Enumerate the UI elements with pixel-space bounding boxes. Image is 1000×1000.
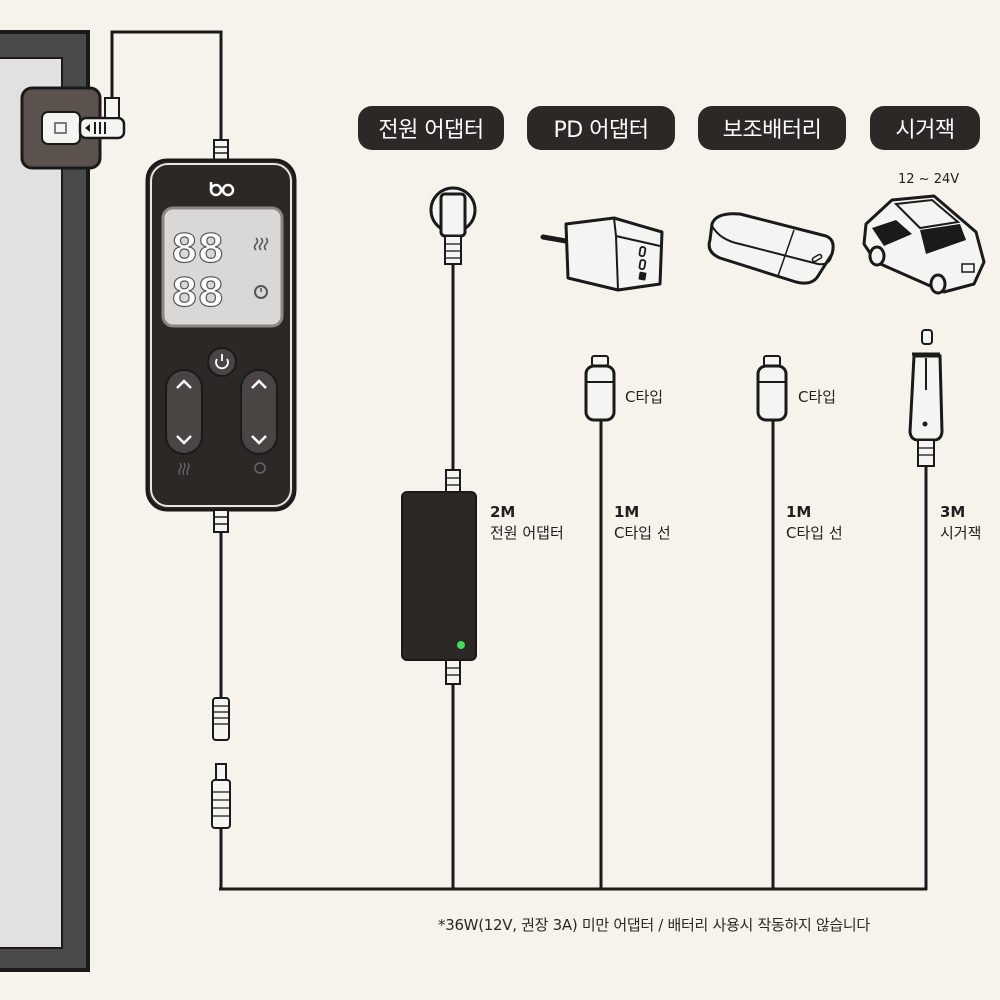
cable-length: 1M	[614, 503, 640, 521]
timer-rocker[interactable]	[240, 369, 278, 455]
cigarette-plug	[908, 329, 944, 890]
mat-cable	[104, 30, 229, 163]
power-button[interactable]	[207, 347, 237, 377]
footnote: *36W(12V, 권장 3A) 미만 어댑터 / 배터리 사용시 작동하지 않…	[438, 916, 870, 934]
cable-length: 3M	[940, 503, 966, 521]
heat-level-rocker[interactable]	[165, 369, 203, 455]
cable-length: 1M	[786, 503, 812, 521]
dc-plug	[211, 763, 231, 890]
cable-label-power-adapter: 2M 전원 어댑터	[490, 502, 564, 544]
powerbank-cable	[756, 355, 788, 890]
ctype-label-powerbank: C타입	[798, 388, 837, 406]
cable-label-powerbank: 1M C타입 선	[786, 502, 843, 544]
power-adapter	[401, 186, 477, 890]
pd-adapter	[540, 216, 664, 292]
cable-label-car: 3M 시거잭	[940, 502, 981, 544]
brand-logo	[209, 182, 235, 197]
cable-name: C타입 선	[786, 524, 843, 542]
controller: 88 88	[145, 158, 297, 512]
car-voltage-label: 12 ~ 24V	[898, 172, 960, 187]
heat-icon	[253, 237, 269, 251]
heating-mat-panel	[0, 30, 90, 972]
source-pill-power-adapter: 전원 어댑터	[358, 106, 504, 150]
display-top-digits: 88	[171, 226, 224, 276]
ctype-label-pd: C타입	[625, 388, 664, 406]
heat-small-icon	[178, 462, 190, 476]
mat-connector	[20, 86, 126, 170]
timer-small-icon	[254, 462, 266, 474]
cable-name: C타입 선	[614, 524, 671, 542]
controller-output-cable	[212, 509, 230, 741]
led-indicator	[457, 641, 465, 649]
cable-name: 시거잭	[940, 524, 982, 542]
cable-length: 2M	[490, 503, 516, 521]
display-bottom-digits: 88	[171, 270, 224, 320]
pd-cable	[584, 355, 616, 890]
source-pill-pd-adapter: PD 어댑터	[527, 106, 675, 150]
source-pill-power-bank: 보조배터리	[698, 106, 846, 150]
car-illustration	[862, 194, 986, 295]
cable-name: 전원 어댑터	[490, 524, 564, 542]
power-bank	[707, 212, 835, 285]
source-pill-car-socket: 시거잭	[870, 106, 980, 150]
timer-icon	[254, 285, 268, 299]
cable-label-pd: 1M C타입 선	[614, 502, 671, 544]
